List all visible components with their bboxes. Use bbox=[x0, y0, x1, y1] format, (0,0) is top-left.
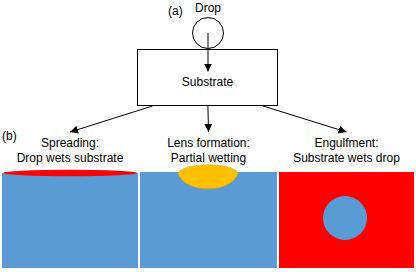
panel-description: Partial wetting bbox=[140, 151, 277, 166]
box-label: Substrate bbox=[182, 75, 233, 89]
panel-title: Engulfment: bbox=[279, 136, 414, 151]
wetting-illustration bbox=[2, 160, 138, 268]
engulfed-substrate bbox=[323, 196, 367, 240]
panel-heading: Spreading:Drop wets substrate bbox=[2, 134, 138, 166]
circle-outline bbox=[193, 18, 224, 49]
part-label: (b) bbox=[2, 129, 17, 143]
panel-description: Drop wets substrate bbox=[2, 151, 138, 166]
drop-circle: Drop bbox=[192, 17, 224, 49]
panel-heading: Lens formation:Partial wetting bbox=[140, 134, 277, 166]
substrate-fill bbox=[2, 173, 138, 268]
panel-description: Substrate wets drop bbox=[279, 151, 414, 166]
wetting-illustration bbox=[140, 160, 277, 268]
panel-heading: Engulfment:Substrate wets drop bbox=[279, 134, 414, 166]
drop-lens bbox=[178, 165, 238, 189]
flow-arrow bbox=[207, 106, 209, 132]
wetting-panel: Engulfment:Substrate wets drop bbox=[279, 134, 414, 268]
wetting-panel: Lens formation:Partial wetting bbox=[140, 134, 277, 268]
node-heading: Drop bbox=[195, 1, 221, 15]
circle-outline bbox=[192, 17, 224, 49]
flow-arrow bbox=[263, 106, 346, 132]
part-label: (a) bbox=[168, 4, 183, 18]
panel-title: Lens formation: bbox=[140, 136, 277, 151]
spread-film bbox=[3, 170, 137, 176]
flow-arrow bbox=[70, 106, 153, 132]
wetting-panel: Spreading:Drop wets substrate bbox=[2, 134, 138, 268]
wetting-illustration bbox=[279, 160, 414, 268]
process-box: Substrate bbox=[137, 49, 278, 106]
panel-title: Spreading: bbox=[2, 136, 138, 151]
drop-fill bbox=[279, 172, 414, 268]
flow-arrow bbox=[208, 33, 209, 72]
